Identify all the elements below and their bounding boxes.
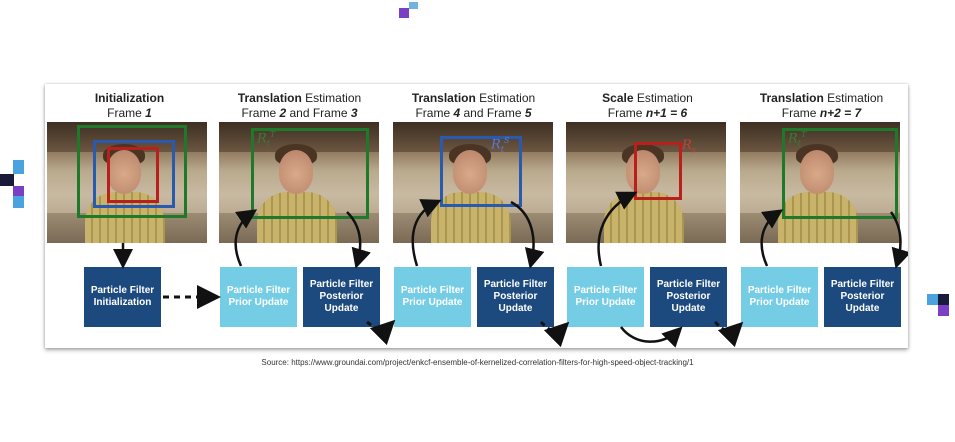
frame-photo: RtT <box>740 122 900 243</box>
frame-photo: Rs <box>566 122 726 243</box>
decor-squares-top <box>399 2 423 18</box>
arrow <box>346 211 371 269</box>
stage-title: Scale <box>602 91 634 105</box>
source-caption: Source: https://www.groundai.com/project… <box>261 358 694 367</box>
frame-label: Frame <box>415 106 454 120</box>
decor-squares-right <box>927 294 951 322</box>
dashed-arrow <box>713 320 744 348</box>
arrow <box>411 199 442 267</box>
decor-squares-left <box>0 160 26 212</box>
roi-label: RtS <box>491 136 510 154</box>
dashed-arrow <box>366 319 396 346</box>
flow-arrows <box>113 191 908 348</box>
frame-label: Frame <box>607 106 646 120</box>
stage-title: Translation <box>411 91 476 105</box>
green-roi-box <box>77 125 187 218</box>
arrow <box>760 209 784 267</box>
roi-label: RtT <box>788 130 807 148</box>
arrow <box>234 209 258 267</box>
frame-label: Frame <box>241 106 280 120</box>
roi-label: Rs <box>682 138 696 155</box>
blue-roi-box <box>440 136 522 207</box>
green-roi-box <box>251 128 369 219</box>
arrow <box>889 211 908 269</box>
green-roi-box <box>782 128 898 219</box>
red-roi-box <box>107 147 159 203</box>
arrow <box>597 191 638 267</box>
blue-roi-box <box>93 140 175 208</box>
frame-photo <box>47 122 207 243</box>
dashed-arrow <box>539 320 570 348</box>
arrow <box>510 200 545 269</box>
stage-title: Initialization <box>94 91 165 105</box>
red-roi-box <box>634 142 682 200</box>
frame-label: Frame <box>107 106 146 120</box>
stage-title: Translation <box>237 91 302 105</box>
stage-title: Translation <box>759 91 824 105</box>
tracking-diagram: Initialization Frame 1 Translation Estim… <box>45 84 908 348</box>
roi-label: RtT <box>257 130 276 148</box>
frame-label: Frame <box>781 106 820 120</box>
arrow <box>619 326 683 348</box>
